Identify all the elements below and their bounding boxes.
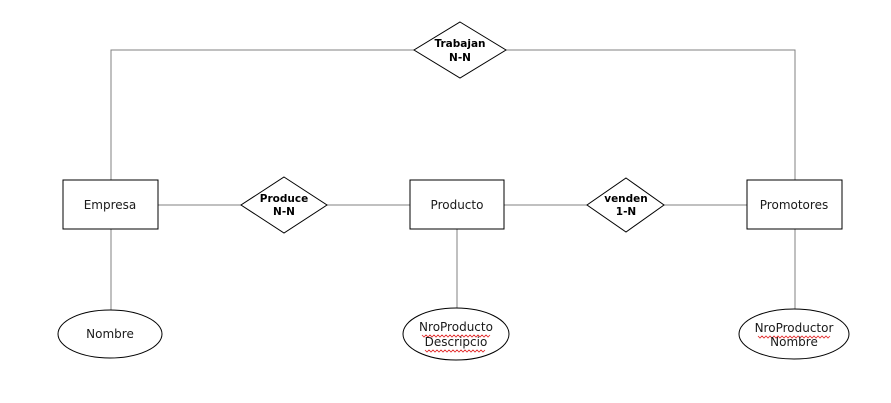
relationship-diamond — [586, 177, 665, 233]
relationship-cardinality: N-N — [449, 52, 471, 64]
connector-empresa-trabajan — [110, 49, 414, 180]
relationship-name: Produce — [260, 193, 308, 205]
relationship-cardinality: N-N — [273, 206, 295, 218]
spellcheck-underline — [757, 335, 831, 339]
attribute-label: NroProductor — [755, 321, 834, 335]
entity-box — [62, 179, 159, 230]
attribute-label: Nombre — [86, 327, 134, 341]
connectors — [110, 49, 796, 310]
attribute-label: NroProducto — [419, 320, 493, 334]
relationship-name: Trabajan — [434, 38, 485, 50]
relationship-diamond — [413, 21, 507, 79]
connector-trabajan-promotores — [506, 49, 796, 180]
attribute-ellipse — [738, 308, 850, 360]
attribute-label: Descripcio — [425, 335, 488, 349]
entity-promotores[interactable]: Promotores — [746, 179, 843, 230]
entity-box — [409, 179, 505, 230]
spellcheck-underline — [421, 334, 491, 338]
entity-label: Producto — [431, 198, 484, 212]
relationship-cardinality: 1-N — [616, 206, 636, 218]
entity-label: Empresa — [84, 198, 137, 212]
spellcheck-underline — [424, 349, 486, 353]
relationship-name: venden — [604, 193, 648, 205]
relationship-diamond — [240, 176, 328, 234]
attribute-label: Nombre — [770, 335, 818, 349]
relationship-trabajan[interactable]: Trabajan N-N — [413, 21, 507, 79]
entity-label: Promotores — [760, 198, 828, 212]
relationship-venden[interactable]: venden 1-N — [586, 177, 665, 233]
relationship-produce[interactable]: Produce N-N — [240, 176, 328, 234]
entity-box — [746, 179, 843, 230]
attribute-promotores[interactable]: NroProductor Nombre — [738, 308, 850, 360]
entity-empresa[interactable]: Empresa — [62, 179, 159, 230]
attribute-ellipse — [57, 309, 163, 359]
entity-producto[interactable]: Producto — [409, 179, 505, 230]
attribute-ellipse — [402, 307, 510, 361]
attribute-empresa[interactable]: Nombre — [57, 309, 163, 359]
attribute-producto[interactable]: NroProducto Descripcio — [402, 307, 510, 361]
